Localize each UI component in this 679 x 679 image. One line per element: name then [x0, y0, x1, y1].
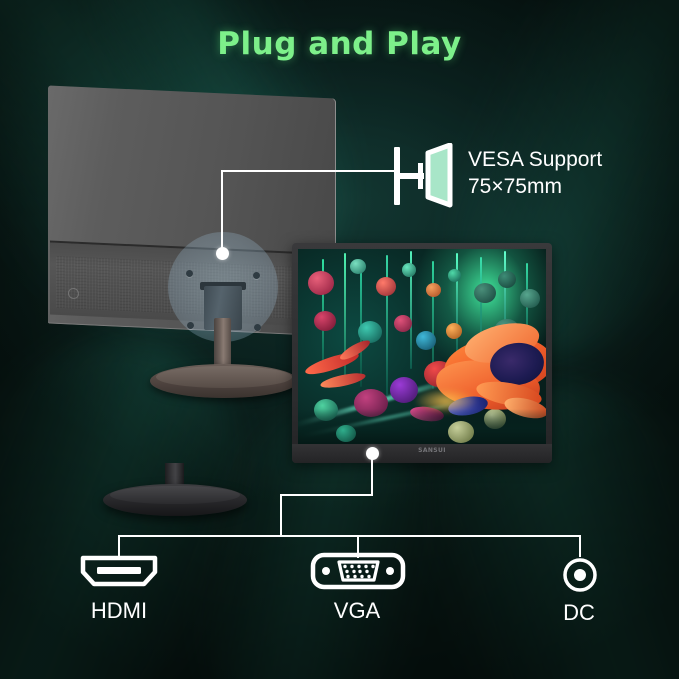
vesa-callout-text: VESA Support 75×75mm [468, 146, 602, 200]
screen-art-blob [498, 271, 516, 288]
vesa-callout-line-horizontal [221, 170, 397, 172]
screen-art-stem [344, 253, 346, 383]
screen-art-stem [504, 251, 506, 347]
brand-logo: SANSUI [418, 447, 446, 454]
vesa-support-callout: VESA Support 75×75mm [390, 143, 646, 213]
vga-port-icon [310, 552, 406, 590]
page-title: Plug and Play [217, 26, 462, 62]
screen-art-blob [390, 377, 418, 403]
screen-art-blob [308, 271, 334, 295]
port-dc-label: DC [563, 600, 595, 625]
screen-art-blob [358, 321, 382, 343]
screen-art-stem [526, 263, 528, 353]
front-stand-base-surface [110, 486, 240, 504]
vesa-callout-line2: 75×75mm [468, 175, 562, 198]
ports-callout-line-drop [371, 456, 373, 496]
screen-art-stem [432, 261, 434, 389]
ports-callout-branch-vga [357, 535, 359, 558]
vesa-screw-hole [253, 272, 260, 279]
ports-callout-anchor-dot [366, 447, 379, 460]
front-monitor-chin [292, 444, 552, 463]
screen-art-blob [350, 259, 366, 274]
port-vga-label: VGA [333, 598, 381, 623]
vesa-callout-anchor-dot [216, 247, 229, 260]
dc-power-port-icon [563, 558, 597, 592]
port-vga: VGA [310, 552, 406, 623]
ports-callout-branch-hdmi [118, 535, 120, 556]
screen-art-blob [376, 277, 396, 296]
vesa-screw-hole [187, 322, 194, 329]
ports-callout-line-stem [280, 494, 282, 536]
hdmi-port-icon [80, 555, 158, 587]
screen-art-blob [448, 269, 461, 282]
screen-art-blob [402, 263, 416, 277]
screen-art-blob [474, 283, 496, 303]
screen-art-foreground-foliage [298, 409, 546, 444]
rear-stand-base-surface [156, 366, 292, 388]
vesa-screw-hole [254, 324, 261, 331]
screen-art-blob [520, 289, 540, 308]
ports-callout-branch-dc [579, 535, 581, 557]
monitor-screen [298, 249, 546, 444]
screen-art-blob [394, 315, 412, 332]
vesa-callout-line-vertical [221, 171, 223, 253]
screen-art-stem [410, 251, 412, 369]
screen-art-stem [456, 253, 458, 353]
screen-art-blob [336, 425, 356, 442]
screen-art-stem [386, 255, 388, 395]
vesa-screw-hole [186, 270, 193, 277]
port-hdmi: HDMI [78, 554, 160, 623]
port-hdmi-label: HDMI [90, 598, 148, 623]
screen-art-blob [416, 331, 436, 350]
vesa-wall-mount-icon [394, 143, 453, 208]
port-dc: DC [561, 556, 599, 625]
screen-art-blob [426, 283, 441, 297]
monitor-front-view: SANSUI [292, 243, 552, 463]
vesa-callout-line1: VESA Support [468, 148, 603, 171]
screen-art-blob [314, 311, 336, 331]
screen-art-blob [446, 323, 462, 339]
ports-callout-line-bus [118, 535, 580, 537]
screen-art-blob [448, 421, 474, 443]
rear-panel-detail-circle [68, 287, 79, 300]
ports-callout-line-jog [280, 494, 373, 496]
screen-art-stem [480, 257, 482, 365]
